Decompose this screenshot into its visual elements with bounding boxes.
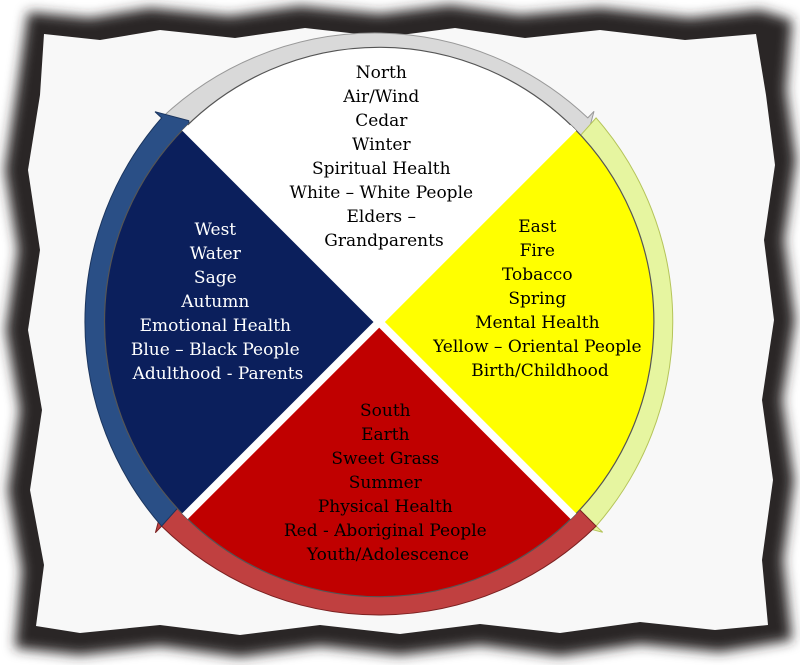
west-text: West Water Sage Autumn Emotional Health … xyxy=(131,220,305,384)
quadrant-south xyxy=(184,321,575,598)
north-text: North Air/Wind Cedar Winter Spiritual He… xyxy=(290,63,479,251)
north-line: Grandparents xyxy=(324,231,443,251)
east-line: Birth/Childhood xyxy=(471,361,609,381)
divider-ne-sw xyxy=(182,124,577,520)
east-text: East Fire Tobacco Spring Mental Health Y… xyxy=(432,217,647,381)
quadrant-west xyxy=(103,126,381,518)
west-line: Adulthood - Parents xyxy=(132,364,304,384)
south-line: Red - Aboriginal People xyxy=(284,521,487,541)
west-line: Blue – Black People xyxy=(131,340,300,360)
south-text: South Earth Sweet Grass Summer Physical … xyxy=(284,401,492,565)
north-line: Elders – xyxy=(347,207,417,227)
quadrant-north xyxy=(184,46,575,323)
east-line: Tobacco xyxy=(502,265,573,285)
north-line: Spiritual Health xyxy=(312,159,451,179)
north-line: Winter xyxy=(352,135,411,155)
south-line: South xyxy=(360,401,411,421)
north-line: North xyxy=(356,63,407,83)
west-line: West xyxy=(194,220,236,240)
north-line: White – White People xyxy=(290,183,474,203)
east-line: Mental Health xyxy=(475,313,600,333)
west-line: Autumn xyxy=(180,292,249,312)
east-line: East xyxy=(518,217,556,237)
south-line: Earth xyxy=(361,425,410,445)
west-line: Water xyxy=(190,244,242,264)
east-line: Spring xyxy=(508,289,566,309)
south-line: Youth/Adolescence xyxy=(306,545,469,565)
south-line: Sweet Grass xyxy=(331,449,439,469)
south-line: Summer xyxy=(349,473,423,493)
west-line: Emotional Health xyxy=(140,316,291,336)
west-line: Sage xyxy=(194,268,237,288)
north-line: Air/Wind xyxy=(342,87,419,107)
quadrant-east xyxy=(378,126,655,518)
east-line: Fire xyxy=(520,241,555,261)
south-line: Physical Health xyxy=(318,497,453,517)
east-line: Yellow – Oriental People xyxy=(432,337,641,357)
north-line: Cedar xyxy=(355,111,408,131)
